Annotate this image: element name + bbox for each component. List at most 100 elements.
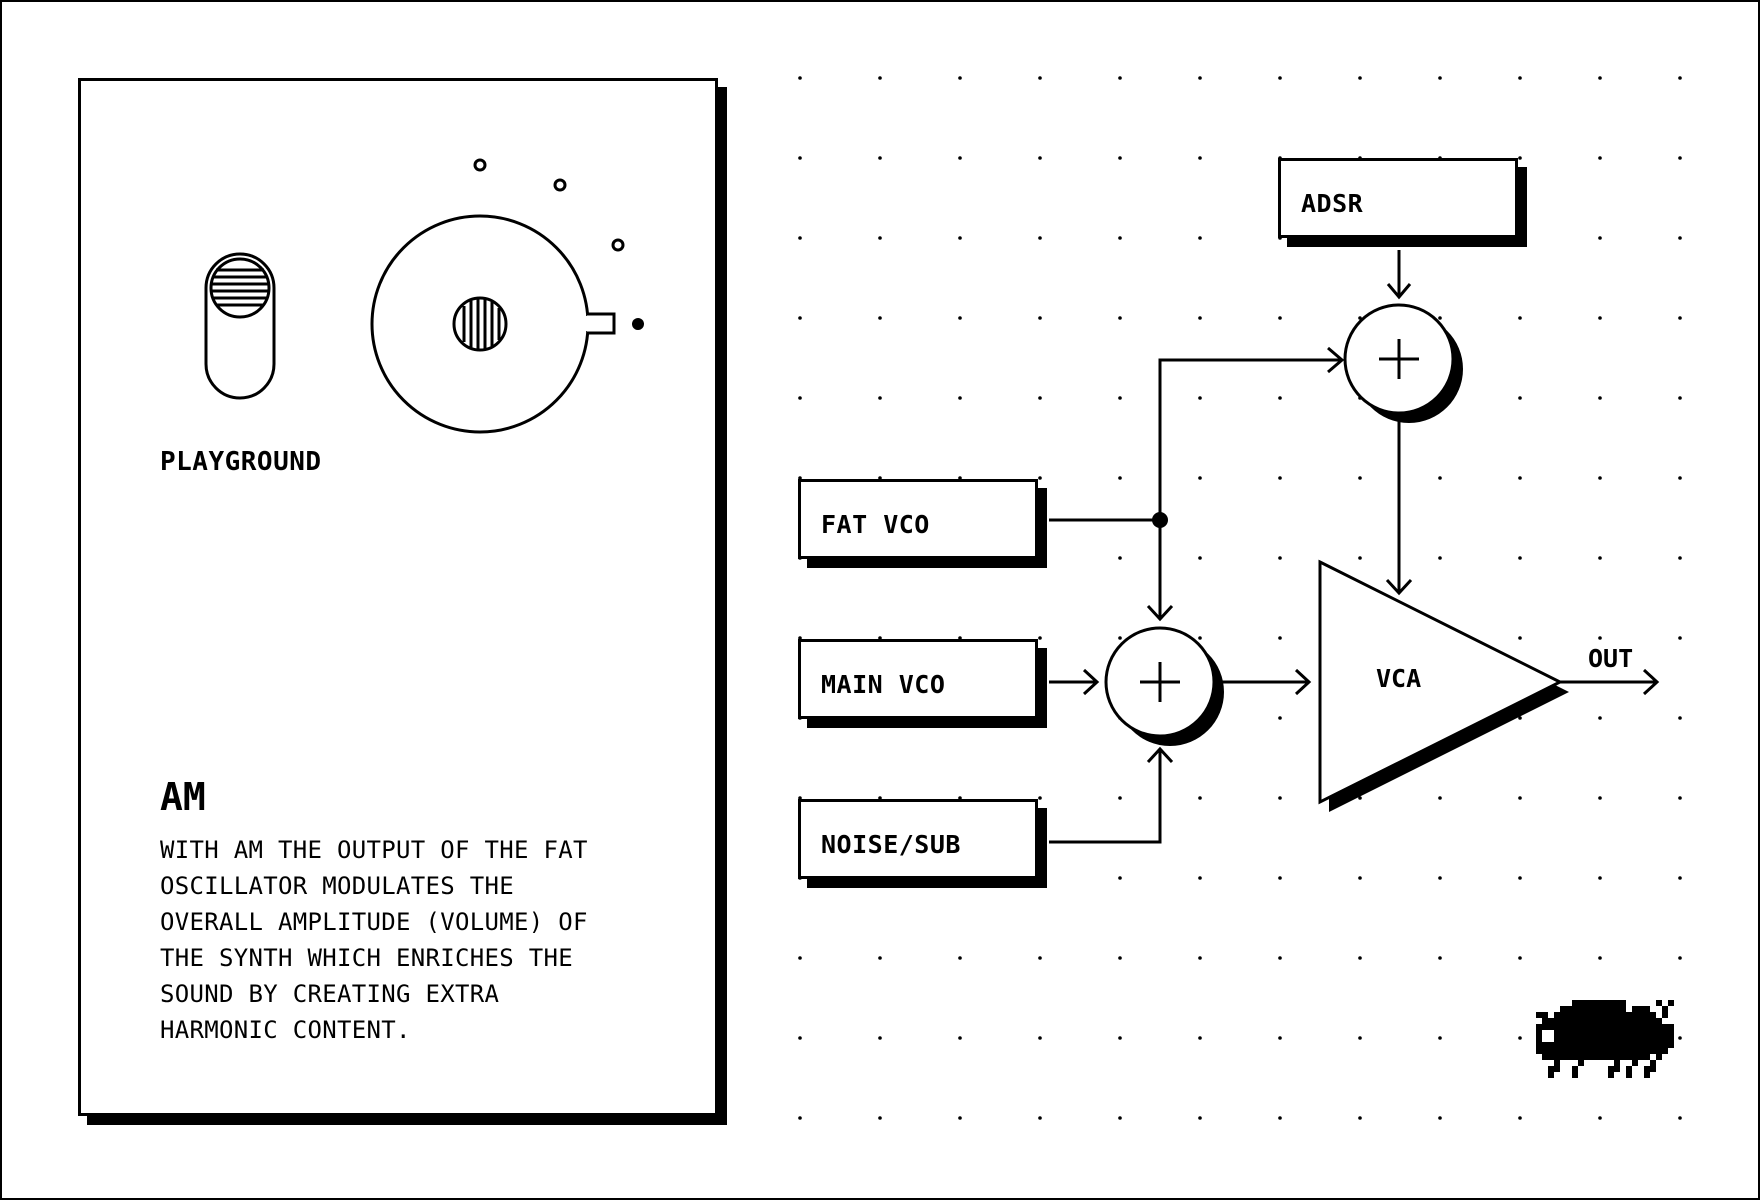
grid-dot <box>958 156 962 160</box>
grid-dot <box>1278 796 1282 800</box>
grid-dot <box>1278 556 1282 560</box>
grid-dot <box>1278 396 1282 400</box>
grid-dot <box>1358 1036 1362 1040</box>
grid-dot <box>1038 476 1042 480</box>
grid-dot <box>1518 716 1522 720</box>
grid-dot <box>1038 716 1042 720</box>
grid-dot <box>1278 76 1282 80</box>
module-fat-vco-label: FAT VCO <box>821 510 930 539</box>
grid-dot <box>1438 1036 1442 1040</box>
grid-dot <box>1118 396 1122 400</box>
knob-position-dot[interactable] <box>553 178 567 192</box>
grid-dot <box>1038 236 1042 240</box>
grid-dot <box>1118 1116 1122 1120</box>
grid-dot <box>1118 236 1122 240</box>
grid-dot <box>1518 156 1522 160</box>
grid-dot <box>1278 876 1282 880</box>
grid-dot <box>1598 876 1602 880</box>
grid-dot <box>1038 876 1042 880</box>
grid-dot <box>1678 1116 1682 1120</box>
grid-dot <box>878 1036 882 1040</box>
grid-dot <box>1198 156 1202 160</box>
rotary-knob[interactable] <box>360 150 660 440</box>
grid-dot <box>1678 236 1682 240</box>
grid-dot <box>798 1116 802 1120</box>
grid-dot <box>1118 316 1122 320</box>
grid-dot <box>1118 556 1122 560</box>
grid-dot <box>1038 1036 1042 1040</box>
grid-dot <box>1598 796 1602 800</box>
grid-dot <box>1678 156 1682 160</box>
module-adsr[interactable]: ADSR <box>1278 158 1518 238</box>
grid-dot <box>1198 76 1202 80</box>
grid-dot <box>1038 796 1042 800</box>
grid-dot <box>1518 476 1522 480</box>
grid-dot <box>1198 316 1202 320</box>
grid-dot <box>1358 556 1362 560</box>
grid-dot <box>1198 476 1202 480</box>
grid-dot <box>878 76 882 80</box>
junction-dot <box>1152 512 1168 528</box>
grid-dot <box>1118 156 1122 160</box>
grid-dot <box>1358 476 1362 480</box>
grid-dot <box>958 76 962 80</box>
grid-dot <box>798 476 802 480</box>
mode-title: AM <box>160 775 206 819</box>
grid-dot <box>1598 636 1602 640</box>
grid-dot <box>798 636 802 640</box>
grid-dot <box>1038 156 1042 160</box>
grid-dot <box>1118 636 1122 640</box>
knob-position-dot-selected[interactable] <box>632 318 644 330</box>
grid-dot <box>958 476 962 480</box>
grid-dot <box>798 76 802 80</box>
grid-dot <box>1598 236 1602 240</box>
mixer-bottom <box>1104 626 1224 746</box>
module-fat-vco[interactable]: FAT VCO <box>798 479 1038 559</box>
grid-dot <box>1198 876 1202 880</box>
mode-description: WITH AM THE OUTPUT OF THE FAT OSCILLATOR… <box>160 836 588 1044</box>
grid-dot <box>1198 1036 1202 1040</box>
grid-dot <box>1678 556 1682 560</box>
grid-dot <box>878 316 882 320</box>
grid-dot <box>878 636 882 640</box>
grid-dot <box>1038 556 1042 560</box>
grid-dot <box>878 796 882 800</box>
grid-dot <box>1678 396 1682 400</box>
pixel-pig-icon <box>1536 1000 1674 1078</box>
grid-dot <box>1278 476 1282 480</box>
grid-dot <box>878 156 882 160</box>
grid-dot <box>1518 876 1522 880</box>
toggle-switch-icon[interactable] <box>204 252 276 402</box>
grid-dot <box>1118 76 1122 80</box>
grid-dot <box>1678 956 1682 960</box>
mixer-top <box>1343 303 1463 423</box>
module-noise-sub[interactable]: NOISE/SUB <box>798 799 1038 879</box>
grid-dot <box>1438 956 1442 960</box>
grid-dot <box>878 956 882 960</box>
grid-dot <box>1118 876 1122 880</box>
grid-dot <box>1678 1036 1682 1040</box>
info-panel <box>78 78 718 1116</box>
grid-dot <box>1278 636 1282 640</box>
grid-dot <box>1518 316 1522 320</box>
grid-dot <box>958 796 962 800</box>
grid-dot <box>1678 636 1682 640</box>
module-main-vco[interactable]: MAIN VCO <box>798 639 1038 719</box>
grid-dot <box>958 1116 962 1120</box>
knob-position-dot[interactable] <box>473 158 487 172</box>
grid-dot <box>1598 316 1602 320</box>
grid-dot <box>958 236 962 240</box>
grid-dot <box>798 796 802 800</box>
grid-dot <box>1598 716 1602 720</box>
knob-position-dot[interactable] <box>611 238 625 252</box>
grid-dot <box>1598 156 1602 160</box>
grid-dot <box>1038 636 1042 640</box>
grid-dot <box>1118 956 1122 960</box>
out-label: OUT <box>1588 644 1634 673</box>
grid-dot <box>1518 1116 1522 1120</box>
grid-dot <box>958 396 962 400</box>
grid-dot <box>1518 76 1522 80</box>
grid-dot <box>1678 796 1682 800</box>
grid-dot <box>798 236 802 240</box>
